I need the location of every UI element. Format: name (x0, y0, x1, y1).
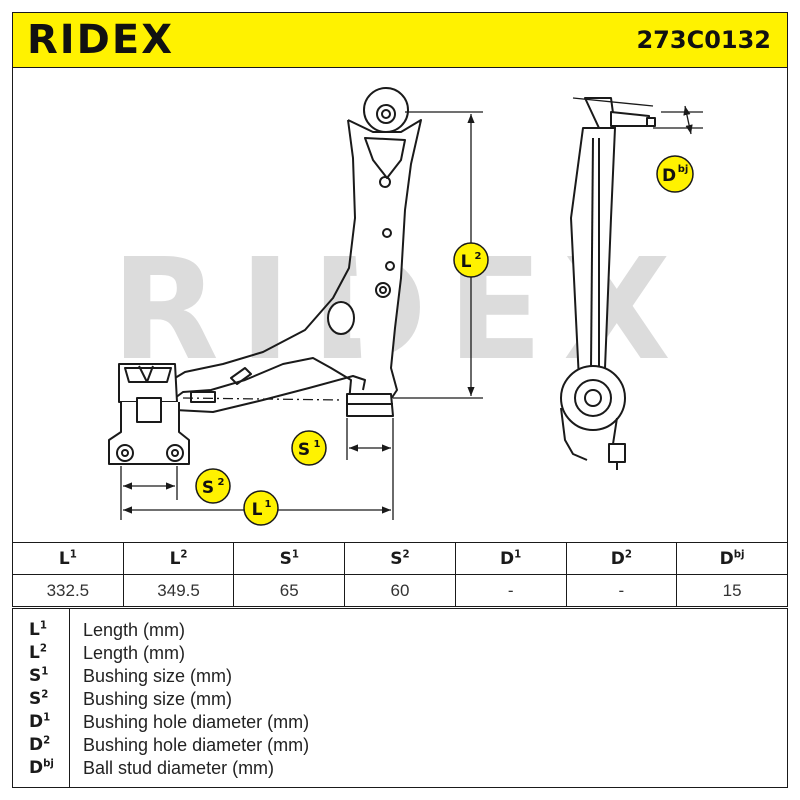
legend-row-d1: D1 Bushing hole diameter (mm) (13, 711, 787, 733)
dimension-label-s1: S 1 (291, 430, 327, 466)
legend-description: Bushing hole diameter (mm) (83, 712, 310, 732)
spec-header-s2: S2 (344, 542, 456, 575)
spec-value-l1: 332.5 (12, 574, 124, 607)
spec-value-dbj: 15 (676, 574, 788, 607)
technical-drawing: RIDEX (12, 68, 788, 542)
legend-symbol: D1 (29, 712, 51, 732)
legend-row-s2: S2 Bushing size (mm) (13, 688, 787, 710)
legend-symbol: S2 (29, 689, 49, 709)
svg-text:S: S (298, 440, 310, 460)
legend-description: Ball stud diameter (mm) (83, 758, 275, 778)
spec-table: L1 L2 S1 S2 D1 D2 Dbj 332.5 349.5 65 60 … (12, 542, 788, 607)
spec-header-dbj: Dbj (676, 542, 788, 575)
dimension-label-dbj: D bj (656, 155, 694, 193)
spec-header-d1: D1 (454, 542, 567, 575)
legend-description: Length (mm) (83, 620, 186, 640)
legend-row-l1: L1 Length (mm) (13, 619, 787, 641)
legend-description: Bushing size (mm) (83, 666, 233, 686)
spec-header-l2: L2 (122, 542, 235, 575)
svg-text:bj: bj (678, 164, 689, 175)
legend-row-dbj: Dbj Ball stud diameter (mm) (13, 757, 787, 779)
legend-description: Bushing size (mm) (83, 689, 233, 709)
legend-symbol: D2 (29, 735, 51, 755)
spec-header-d2: D2 (565, 542, 678, 575)
svg-text:2: 2 (475, 251, 482, 262)
legend-row-s1: S1 Bushing size (mm) (13, 665, 787, 687)
legend-description: Bushing hole diameter (mm) (83, 735, 310, 755)
brand-logo: RIDEX (27, 17, 175, 63)
dimension-label-l1: L 1 (243, 490, 279, 526)
svg-text:1: 1 (314, 439, 321, 450)
legend-row-l2: L2 Length (mm) (13, 642, 787, 664)
svg-text:S: S (202, 478, 214, 498)
spec-table-value-row: 332.5 349.5 65 60 - - 15 (12, 574, 788, 607)
spec-value-s1: 65 (233, 574, 346, 607)
svg-text:L: L (461, 252, 472, 272)
svg-text:D: D (662, 166, 676, 186)
legend-divider (69, 609, 70, 787)
spec-value-l2: 349.5 (122, 574, 235, 607)
part-number: 273C0132 (636, 26, 771, 54)
dimension-label-s2: S 2 (195, 468, 231, 504)
legend-box: L1 Length (mm) L2 Length (mm) S1 Bushing… (12, 608, 788, 788)
control-arm-front-view (108, 87, 422, 465)
legend-symbol: L1 (29, 620, 47, 640)
spec-table-header-row: L1 L2 S1 S2 D1 D2 Dbj (12, 542, 788, 575)
legend-row-d2: D2 Bushing hole diameter (mm) (13, 734, 787, 756)
spec-header-l1: L1 (12, 542, 124, 575)
legend-symbol: L2 (29, 643, 47, 663)
drawing-canvas: RIDEX (108, 87, 703, 526)
svg-text:2: 2 (218, 477, 225, 488)
spec-value-d1: - (454, 574, 567, 607)
control-arm-side-view (560, 97, 656, 470)
spec-value-s2: 60 (344, 574, 456, 607)
svg-text:L: L (252, 500, 263, 520)
legend-description: Length (mm) (83, 643, 186, 663)
spec-value-d2: - (565, 574, 678, 607)
spec-header-s1: S1 (233, 542, 346, 575)
legend-symbol: S1 (29, 666, 49, 686)
svg-text:1: 1 (265, 499, 272, 510)
legend-symbol: Dbj (29, 758, 54, 778)
dimension-label-l2: L 2 (453, 242, 489, 278)
header-bar: RIDEX 273C0132 (12, 12, 788, 68)
